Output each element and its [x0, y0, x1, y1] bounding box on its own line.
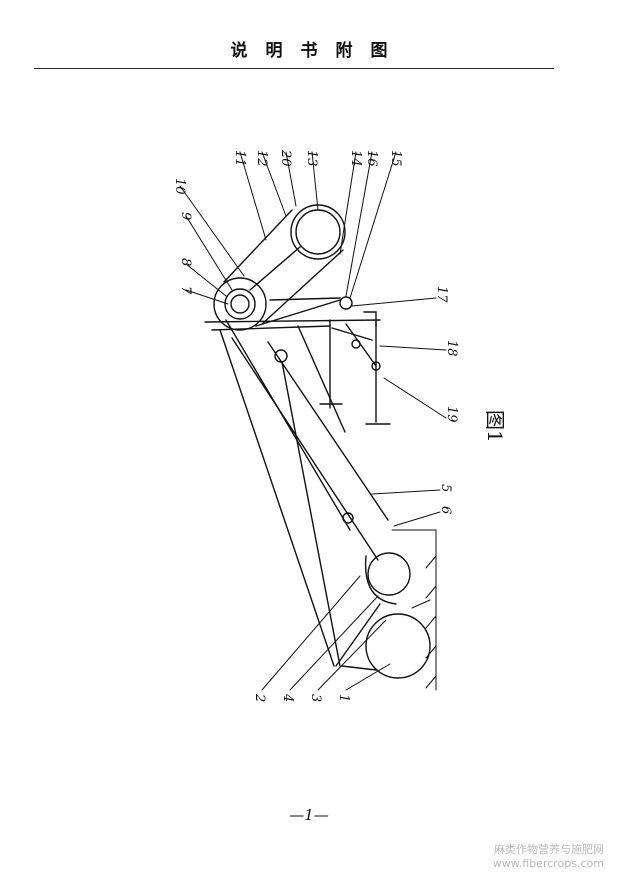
label-15: 15: [388, 150, 403, 167]
label-6: 6: [438, 506, 453, 514]
main-boom: [219, 319, 389, 671]
label-14: 14: [348, 150, 363, 167]
label-12: 12: [254, 150, 269, 167]
label-8: 8: [178, 258, 193, 266]
label-13: 13: [304, 150, 319, 167]
lower-rollers: [335, 552, 431, 679]
upper-arm: [213, 204, 346, 331]
leader-lines: [179, 151, 447, 691]
label-19: 19: [444, 406, 459, 423]
label-18: 18: [444, 340, 459, 357]
label-5: 5: [438, 484, 453, 492]
page-number: —1—: [289, 806, 329, 824]
label-11: 11: [232, 150, 247, 167]
label-1: 1: [336, 694, 351, 702]
label-3: 3: [308, 694, 323, 702]
label-16: 16: [364, 150, 379, 167]
site-watermark: 麻类作物营养与施肥网 www.fibercrops.com: [493, 843, 604, 871]
label-9: 9: [178, 212, 193, 220]
ground-hatching: [391, 529, 437, 691]
page-title: 说明书附图: [230, 41, 406, 61]
label-17: 17: [434, 286, 449, 303]
header-rule: [34, 68, 554, 69]
label-20: 20: [278, 149, 293, 167]
label-7: 7: [178, 286, 193, 295]
label-10: 10: [172, 178, 187, 195]
label-2: 2: [252, 693, 267, 702]
watermark-site-name: 麻类作物营养与施肥网: [494, 843, 604, 856]
figure-caption: 图1: [483, 410, 507, 443]
label-4: 4: [280, 693, 295, 702]
watermark-site-url: www.fibercrops.com: [492, 857, 604, 870]
